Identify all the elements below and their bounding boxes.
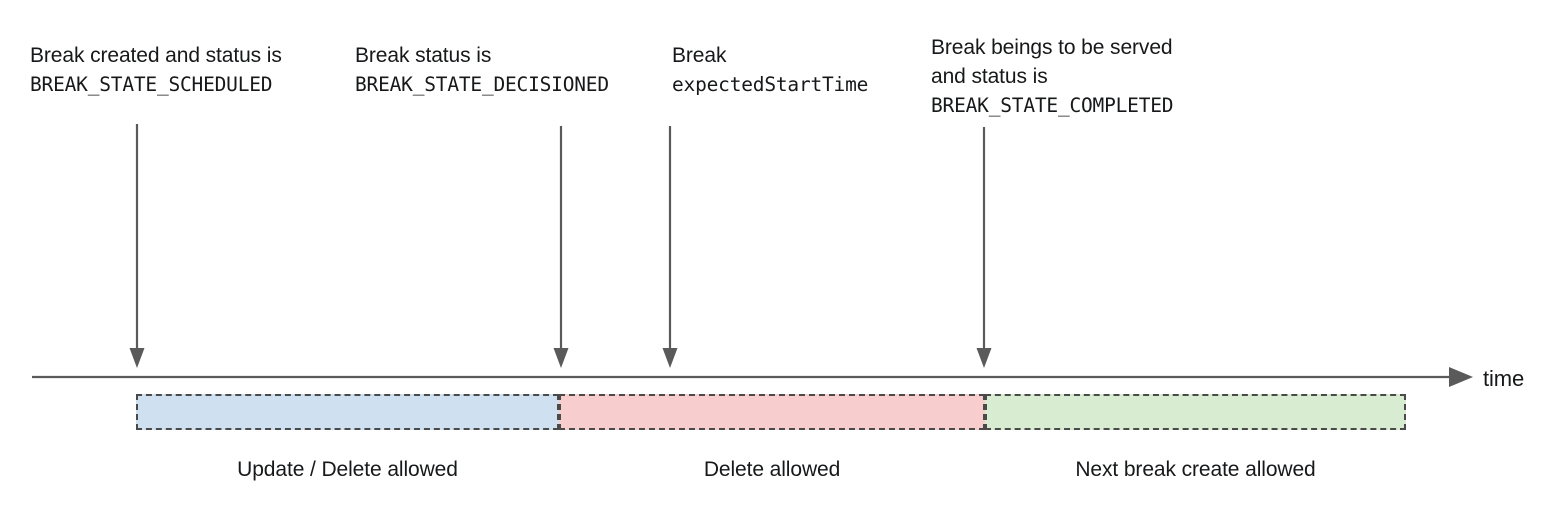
time-axis-label: time bbox=[1483, 366, 1525, 391]
event-code-line: expectedStartTime bbox=[672, 73, 869, 96]
event-code-line: BREAK_STATE_SCHEDULED bbox=[30, 73, 273, 96]
phase-caption-update-delete: Update / Delete allowed bbox=[237, 458, 458, 481]
phase-bar-next-break bbox=[985, 394, 1406, 430]
event-annotation-scheduled: Break created and status is BREAK_STATE_… bbox=[30, 41, 282, 99]
event-annotation-expected-start: Break expectedStartTime bbox=[672, 41, 868, 99]
phase-bar-update-delete bbox=[136, 394, 559, 430]
connector-arrow-decisioned bbox=[553, 126, 569, 368]
phase-caption-next-break: Next break create allowed bbox=[1075, 458, 1316, 481]
event-code-line: BREAK_STATE_DECISIONED bbox=[355, 73, 609, 96]
event-annotation-completed: Break beings to be served and status is … bbox=[931, 33, 1174, 120]
time-axis-arrowhead bbox=[1449, 367, 1473, 387]
event-prose-line: Break status is bbox=[355, 44, 492, 67]
phase-bar-delete bbox=[559, 394, 985, 430]
event-code-line: BREAK_STATE_COMPLETED bbox=[931, 94, 1174, 117]
phase-caption-delete: Delete allowed bbox=[703, 458, 841, 481]
event-prose-line: Break created and status is bbox=[30, 44, 282, 67]
event-prose-line: Break beings to be served bbox=[931, 36, 1173, 59]
connector-arrow-scheduled bbox=[129, 124, 145, 368]
event-annotation-decisioned: Break status is BREAK_STATE_DECISIONED bbox=[355, 41, 609, 99]
connector-arrow-completed bbox=[976, 127, 992, 368]
event-prose-line: Break bbox=[672, 44, 727, 67]
connector-arrow-expected-start bbox=[662, 126, 678, 368]
event-prose-line: and status is bbox=[931, 65, 1048, 88]
